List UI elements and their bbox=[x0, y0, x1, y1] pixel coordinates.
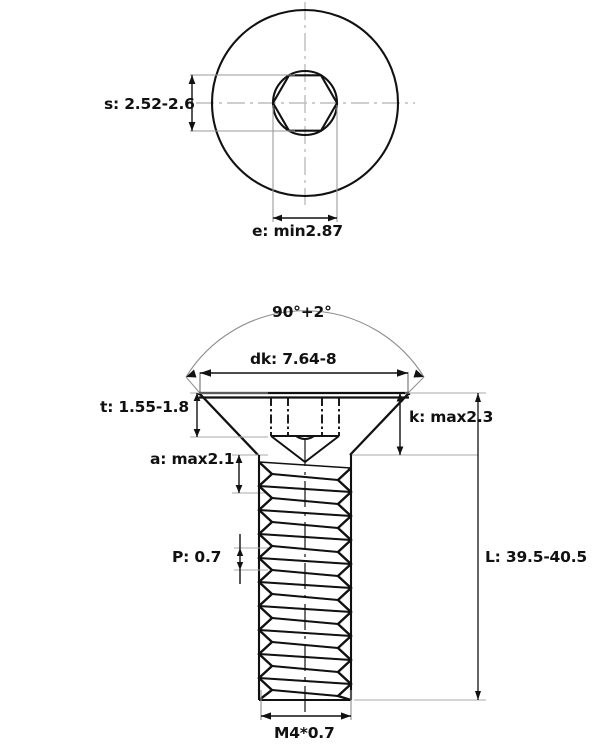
P-arrow-up-inner bbox=[236, 562, 244, 570]
dimension-e bbox=[272, 105, 338, 222]
socket-hidden-lines bbox=[270, 397, 340, 436]
dimension-label-dk: dk: 7.64-8 bbox=[250, 350, 337, 368]
threaded-shaft bbox=[257, 440, 353, 712]
angle-leg-right bbox=[408, 376, 425, 393]
dimension-label-e: e: min2.87 bbox=[252, 222, 343, 240]
M-arrow-right bbox=[341, 712, 351, 720]
socket-drill-right bbox=[304, 435, 340, 463]
socket-bottom-notch bbox=[295, 435, 315, 440]
e-arrow-left bbox=[273, 214, 282, 222]
dimension-thread bbox=[260, 690, 352, 720]
angle-arrow-left bbox=[186, 369, 197, 378]
s-arrow-up bbox=[188, 75, 196, 84]
L-arrow-up bbox=[475, 393, 481, 402]
side-view bbox=[185, 310, 486, 720]
dimension-label-length: L: 39.5-40.5 bbox=[485, 548, 587, 566]
dimension-P bbox=[234, 534, 268, 584]
t-arrow-up bbox=[193, 393, 201, 401]
M-arrow-left bbox=[261, 712, 271, 720]
socket-bottom bbox=[270, 435, 340, 463]
dimension-s bbox=[188, 74, 295, 132]
dimension-a bbox=[232, 454, 268, 494]
dimension-label-s: s: 2.52-2.6 bbox=[104, 95, 195, 113]
angle-arc bbox=[185, 310, 425, 378]
k-arrow-up bbox=[396, 393, 404, 402]
top-view bbox=[188, 2, 415, 222]
screw-head bbox=[197, 391, 411, 456]
angle-arrow-right bbox=[413, 369, 424, 378]
P-arrow-down-inner bbox=[236, 548, 244, 556]
angle-leg-left bbox=[185, 376, 200, 393]
t-arrow-down bbox=[193, 429, 201, 437]
hexagon-socket bbox=[271, 74, 339, 132]
k-arrow-down bbox=[396, 446, 404, 455]
dimension-t bbox=[190, 392, 268, 438]
dimension-label-a: a: max2.1 bbox=[150, 450, 235, 468]
thread-crest-right bbox=[335, 467, 353, 702]
L-arrow-down bbox=[475, 691, 481, 700]
s-arrow-down bbox=[188, 122, 196, 131]
dimension-label-angle: 90°+2° bbox=[272, 303, 332, 321]
head-taper-left bbox=[198, 392, 259, 456]
dimension-label-t: t: 1.55-1.8 bbox=[100, 398, 189, 416]
head-taper-right bbox=[349, 392, 410, 456]
dimension-angle bbox=[185, 310, 425, 393]
a-arrow-up bbox=[235, 455, 243, 463]
top-view-centerlines bbox=[196, 2, 415, 205]
dk-arrow-left bbox=[200, 369, 211, 377]
dimension-label-thread: M4*0.7 bbox=[274, 724, 335, 742]
dimension-L bbox=[354, 392, 486, 701]
dimension-label-k: k: max2.3 bbox=[409, 408, 494, 426]
e-arrow-right bbox=[328, 214, 337, 222]
thread-crest-left bbox=[257, 461, 274, 701]
dk-arrow-right bbox=[397, 369, 408, 377]
head-outer-circle bbox=[210, 8, 400, 198]
dimension-label-pitch: P: 0.7 bbox=[172, 548, 222, 566]
socket-drill-left bbox=[270, 435, 306, 463]
a-arrow-down bbox=[235, 485, 243, 493]
